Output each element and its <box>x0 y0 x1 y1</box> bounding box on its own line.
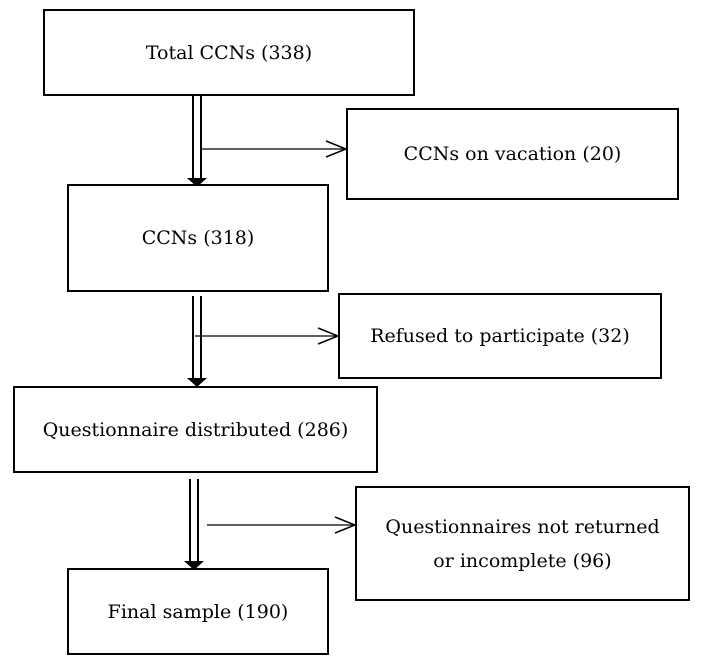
box-not-returned-or-incomplete: Questionnaires not returned or incomplet… <box>355 486 690 601</box>
box-ccns-on-vacation-label: CCNs on vacation (20) <box>403 143 622 165</box>
box-ccns-label: CCNs (318) <box>141 227 255 249</box>
box-final-sample: Final sample (190) <box>67 568 329 655</box>
box-not-returned-line2: or incomplete (96) <box>433 549 612 572</box>
double-arrow-total-to-ccns <box>187 96 207 187</box>
box-ccns-on-vacation: CCNs on vacation (20) <box>346 108 679 200</box>
box-final-sample-label: Final sample (190) <box>107 600 289 623</box>
box-total-ccns-label: Total CCNs (338) <box>145 41 313 64</box>
box-not-returned-line1: Questionnaires not returned <box>385 515 660 538</box>
box-total-ccns: Total CCNs (338) <box>43 9 415 96</box>
box-refused-label: Refused to participate (32) <box>370 325 630 347</box>
box-distributed-label: Questionnaire distributed (286) <box>42 418 349 441</box>
double-arrow-distributed-to-final <box>184 479 204 570</box>
box-not-returned-text: Questionnaires not returned or incomplet… <box>385 510 659 578</box>
box-refused-to-participate: Refused to participate (32) <box>338 293 662 379</box>
box-questionnaire-distributed: Questionnaire distributed (286) <box>13 386 378 473</box>
double-arrow-ccns-to-distributed <box>187 296 207 387</box>
box-ccns: CCNs (318) <box>67 184 329 292</box>
